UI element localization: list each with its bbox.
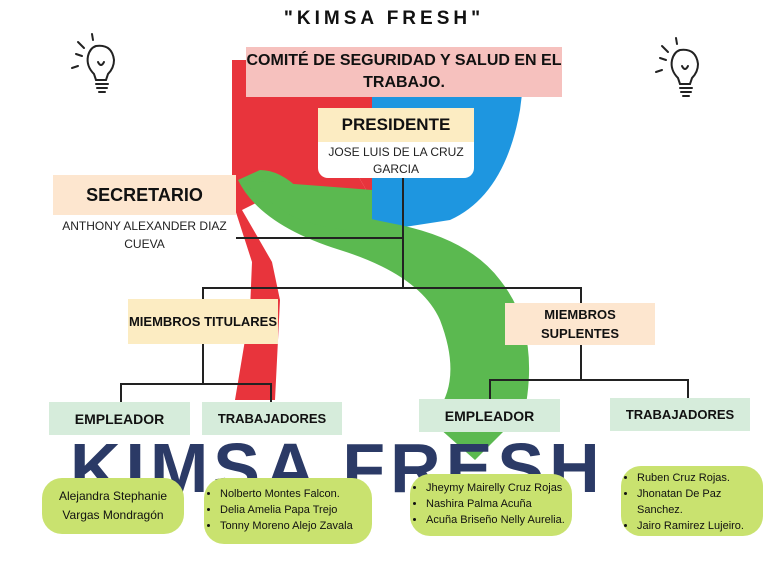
list-item: Nolberto Montes Falcon. xyxy=(220,486,372,502)
connector-line xyxy=(402,178,404,288)
secretary-name: ANTHONY ALEXANDER DIAZ CUEVA xyxy=(53,217,236,253)
president-name: JOSE LUIS DE LA CRUZ GARCIA xyxy=(328,145,464,176)
connector-line xyxy=(687,379,689,398)
list-item: Tonny Moreno Alejo Zavala xyxy=(220,518,372,534)
suplentes-employer-list: Jheymy Mairelly Cruz Rojas Nashira Palma… xyxy=(410,474,572,536)
connector-line xyxy=(202,287,582,289)
list-item: Jairo Ramirez Lujeiro. xyxy=(637,518,763,534)
titulares-label: MIEMBROS TITULARES xyxy=(128,299,278,344)
suplentes-employer-label: EMPLEADOR xyxy=(419,399,560,432)
list-item: Ruben Cruz Rojas. xyxy=(637,470,763,486)
connector-line xyxy=(580,345,582,380)
connector-line xyxy=(202,344,204,384)
connector-line xyxy=(489,379,689,381)
titulares-workers-label: TRABAJADORES xyxy=(202,402,342,435)
list-item: Acuña Briseño Nelly Aurelia. xyxy=(426,512,572,528)
connector-line xyxy=(120,383,272,385)
list-item: Jheymy Mairelly Cruz Rojas xyxy=(426,480,572,496)
page-title: "KIMSA FRESH" xyxy=(283,8,485,29)
titulares-workers-list: Nolberto Montes Falcon. Delia Amelia Pap… xyxy=(204,478,372,544)
connector-line xyxy=(489,379,491,399)
suplentes-workers-list: Ruben Cruz Rojas. Jhonatan De Paz Sanche… xyxy=(621,466,763,536)
titulares-employer-member: Alejandra Stephanie Vargas Mondragón xyxy=(42,478,184,534)
list-item: Nashira Palma Acuña xyxy=(426,496,572,512)
committee-title: COMITÉ DE SEGURIDAD Y SALUD EN EL TRABAJ… xyxy=(246,47,562,97)
titulares-employer-label: EMPLEADOR xyxy=(49,402,190,435)
suplentes-workers-label: TRABAJADORES xyxy=(610,398,750,431)
connector-line xyxy=(236,237,402,239)
president-label: PRESIDENTE xyxy=(318,108,474,142)
lightbulb-icon xyxy=(71,33,116,93)
connector-line xyxy=(120,383,122,402)
suplentes-label: MIEMBROS SUPLENTES xyxy=(505,303,655,345)
list-item: Delia Amelia Papa Trejo xyxy=(220,502,372,518)
lightbulb-icon xyxy=(655,37,700,97)
connector-line xyxy=(580,287,582,303)
secretary-label: SECRETARIO xyxy=(53,175,236,215)
list-item: Jhonatan De Paz Sanchez. xyxy=(637,486,763,518)
connector-line xyxy=(270,383,272,402)
connector-line xyxy=(202,287,204,301)
